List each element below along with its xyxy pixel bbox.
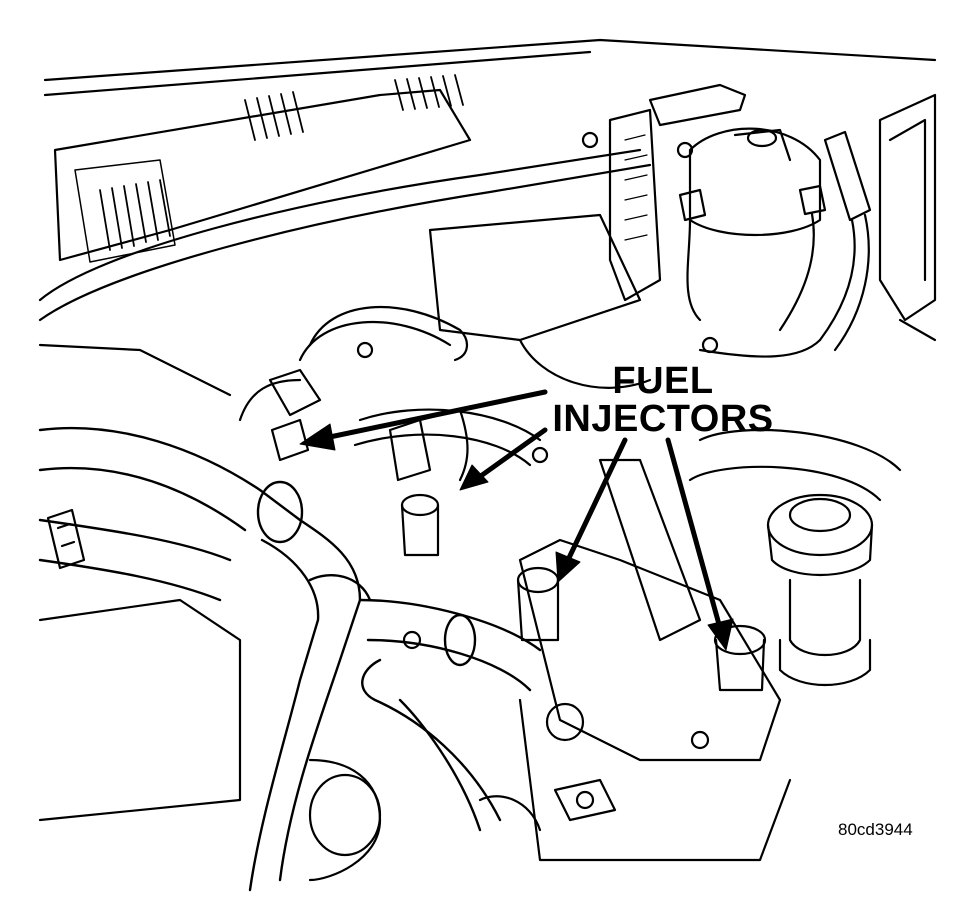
figure-id-label: 80cd3944 bbox=[838, 820, 913, 839]
wiring-harness-right bbox=[698, 130, 872, 358]
oil-filler-cap bbox=[766, 493, 874, 686]
cowl-vent-panel bbox=[53, 74, 472, 263]
harness-clip-left bbox=[46, 508, 86, 570]
callout-leader-arrows bbox=[299, 389, 734, 651]
engine-block-lower bbox=[38, 598, 792, 882]
fuel-filter-assembly bbox=[608, 83, 827, 332]
right-fender bbox=[878, 93, 937, 342]
valve-cover bbox=[518, 428, 902, 762]
hood-edge bbox=[38, 38, 937, 397]
wiring-harness-left bbox=[238, 305, 468, 462]
bolts bbox=[356, 131, 719, 822]
coolant-hoses bbox=[38, 426, 542, 892]
callout-line-1: FUEL bbox=[612, 360, 714, 402]
fuel-injectors-callout: FUEL INJECTORS bbox=[548, 362, 778, 438]
callout-line-2: INJECTORS bbox=[552, 398, 774, 440]
intake-manifold bbox=[353, 213, 652, 482]
